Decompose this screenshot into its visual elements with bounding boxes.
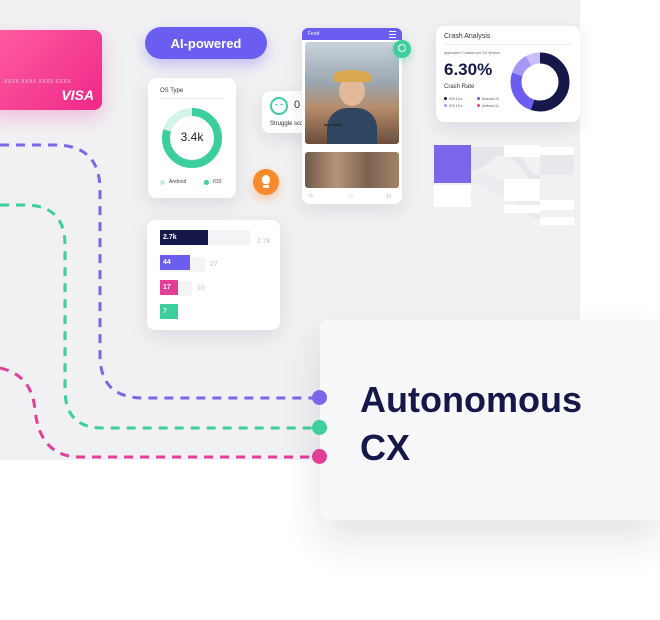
- os-type-card: OS Type 3.4k Android IOS: [148, 78, 236, 198]
- donut-segment: [510, 52, 570, 112]
- crash-analysis-card: Crash Analysis Application Crashes per O…: [436, 26, 580, 122]
- sankey-node: [504, 145, 540, 157]
- photo-hat: [333, 70, 371, 82]
- funnel-bar: 44: [160, 255, 190, 270]
- feed-photo-woman[interactable]: [305, 42, 399, 144]
- hero-title-line2: CX: [360, 427, 411, 468]
- sankey-node: [540, 147, 574, 155]
- os-type-title: OS Type: [160, 88, 184, 94]
- sankey-node: [434, 185, 471, 207]
- bar-ghost-value: 2.7k: [257, 238, 271, 245]
- like-icon[interactable]: ♡ ♡: [308, 133, 321, 139]
- legend-item: Android 10: [476, 96, 509, 103]
- connector-dot-pink: [312, 449, 327, 464]
- lightbulb-icon[interactable]: [253, 169, 279, 195]
- legend-item: Android 11: [476, 103, 509, 110]
- ios-label: IOS: [213, 179, 222, 185]
- heart-icon[interactable]: ♡: [348, 194, 354, 200]
- struggle-label: Struggle score: [270, 121, 309, 127]
- menu-icon[interactable]: [389, 31, 396, 38]
- struggle-value: 0: [294, 99, 301, 111]
- sankey-node: [504, 179, 540, 201]
- feed-title: Feed: [308, 31, 320, 37]
- legend-ios: IOS: [204, 179, 222, 185]
- bar-ghost-value: 10: [197, 285, 205, 292]
- photo-body: [327, 108, 377, 144]
- legend-item: iOS 13.x: [444, 103, 476, 110]
- divider: [444, 44, 572, 45]
- credit-card: XXXX XXXX XXXX XXXX VISA: [0, 30, 102, 110]
- smiley-icon: [270, 97, 288, 115]
- os-donut-chart: [162, 108, 222, 168]
- hero-title: Autonomous CX: [360, 376, 660, 472]
- sankey-flow-chart: [434, 145, 580, 230]
- profile-icon[interactable]: ⚇: [386, 194, 392, 200]
- funnel-bar: 7: [160, 304, 178, 319]
- sankey-node: [504, 205, 540, 213]
- crash-percent: 6.30%: [444, 60, 493, 79]
- divider: [160, 98, 224, 99]
- sankey-node: [540, 200, 574, 210]
- sankey-node: [540, 217, 574, 225]
- donut-segment: [510, 52, 570, 112]
- visa-logo: VISA: [61, 87, 94, 103]
- funnel-bars-card: 2.7k 2.7k 44 27 17 10 7: [147, 220, 280, 330]
- autonomous-cx-card: Autonomous CX: [320, 320, 660, 520]
- clock-icon[interactable]: [393, 40, 411, 58]
- home-icon[interactable]: ⌂: [309, 193, 313, 199]
- ios-dot-icon: [204, 179, 209, 185]
- phone-header: Feed: [302, 28, 402, 40]
- phone-feed: Feed ♡ ♡ lauriebell ⌂ ♡ ⚇: [302, 28, 402, 204]
- comment-icon[interactable]: [388, 132, 396, 139]
- crash-title: Crash Analysis: [444, 33, 491, 40]
- card-number: XXXX XXXX XXXX XXXX: [4, 79, 72, 85]
- post-username: lauriebell: [324, 122, 342, 127]
- crash-metric-label: Crash Rate: [444, 84, 475, 90]
- crash-donut-chart: [510, 52, 570, 112]
- connector-dot-purple: [312, 390, 327, 405]
- connector-dot-green: [312, 420, 327, 435]
- legend-item: iOS 14.x: [444, 96, 476, 103]
- android-label: Android: [169, 179, 187, 185]
- bar-ghost-value: 27: [210, 261, 218, 268]
- os-total: 3.4k: [180, 130, 204, 144]
- feed-photo-group[interactable]: [305, 152, 399, 188]
- funnel-bar: 2.7k: [160, 230, 208, 245]
- legend-android: Android: [160, 179, 186, 185]
- sankey-node: [434, 145, 471, 183]
- hero-title-line1: Autonomous: [360, 379, 582, 420]
- crash-subtitle: Application Crashes per OS Version: [444, 51, 500, 55]
- crash-legend: iOS 14.x Android 10 iOS 13.x Android 11: [444, 96, 514, 110]
- ai-powered-badge[interactable]: AI-powered: [145, 27, 267, 59]
- funnel-bar: 17: [160, 280, 178, 295]
- android-dot-icon: [160, 179, 165, 185]
